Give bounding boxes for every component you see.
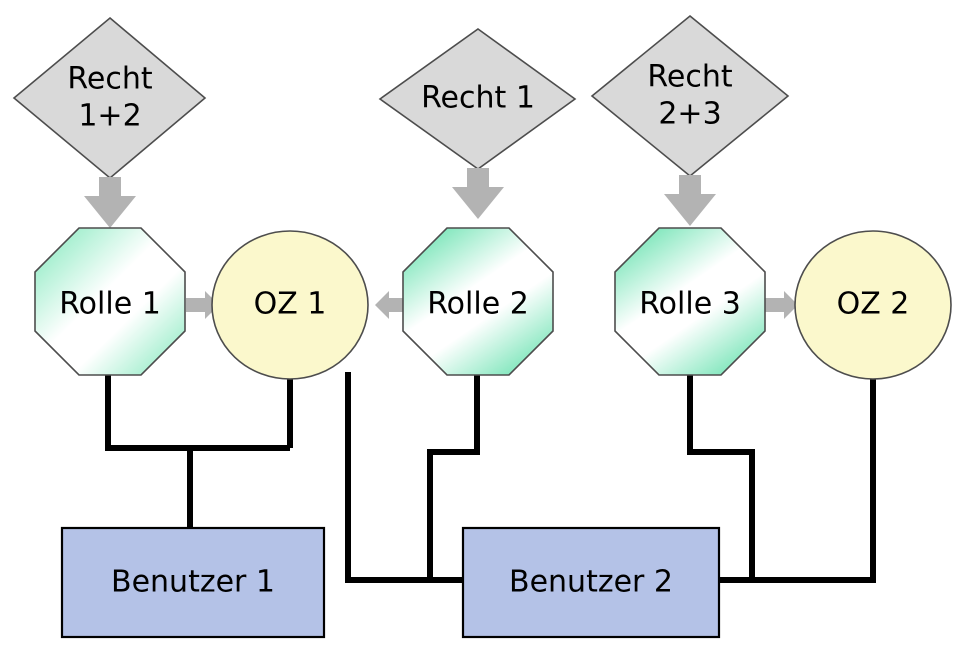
right-label-recht-1: Recht 1 xyxy=(421,81,535,116)
connector-rolle-2-benutzer-2[interactable] xyxy=(427,375,480,580)
connector-rolle-1-benutzer-1[interactable] xyxy=(105,372,290,451)
role-octagon-rolle-2[interactable] xyxy=(402,227,554,376)
user-label-benutzer-2: Benutzer 2 xyxy=(509,565,673,600)
right-label-recht-1-2-line1: Recht xyxy=(67,62,152,97)
right-label-recht-2-3-line1: Recht xyxy=(647,60,732,95)
connector-oz-2-benutzer-2[interactable] xyxy=(752,375,876,583)
arrow-recht-1-to-rolle-2[interactable] xyxy=(452,168,504,219)
object-ellipse-oz-1[interactable] xyxy=(211,230,369,380)
role-octagon-rolle-1[interactable] xyxy=(34,227,186,376)
arrow-rolle-3-to-oz-2[interactable] xyxy=(765,291,798,319)
user-box-benutzer-1[interactable] xyxy=(60,526,326,639)
role-to-object-arrows xyxy=(186,291,798,319)
role-label-rolle-2: Rolle 2 xyxy=(427,287,529,322)
right-label-recht-1-2-line2: 1+2 xyxy=(78,99,141,134)
user-label-benutzer-1: Benutzer 1 xyxy=(111,565,275,600)
object-label-oz-1: OZ 1 xyxy=(254,287,327,322)
role-octagon-rolle-3[interactable] xyxy=(614,227,766,376)
arrow-rolle-2-to-oz-1[interactable] xyxy=(375,291,408,319)
connector-rolle-3-benutzer-2[interactable] xyxy=(687,375,755,583)
object-ellipse-oz-2[interactable] xyxy=(794,230,952,380)
role-label-rolle-1: Rolle 1 xyxy=(59,287,161,322)
connector-group xyxy=(105,372,876,583)
objects-group: OZ 1 OZ 2 xyxy=(211,230,952,380)
roles-group: Rolle 1 Rolle 2 Rolle 3 xyxy=(34,227,766,376)
right-to-role-arrows xyxy=(84,168,716,228)
right-label-recht-2-3-line2: 2+3 xyxy=(658,97,721,132)
rights-group: Recht 1+2 Recht 1 Recht 2+3 xyxy=(12,14,790,180)
object-label-oz-2: OZ 2 xyxy=(837,287,910,322)
connector-oz-1-benutzer-2[interactable] xyxy=(345,372,470,583)
arrow-rolle-1-to-oz-1[interactable] xyxy=(186,291,219,319)
role-label-rolle-3: Rolle 3 xyxy=(639,287,741,322)
arrow-recht-2-3-to-rolle-3[interactable] xyxy=(664,175,716,226)
user-box-benutzer-2[interactable] xyxy=(461,526,721,639)
arrow-recht-1-2-to-rolle-1[interactable] xyxy=(84,177,136,228)
users-group: Benutzer 1 Benutzer 2 xyxy=(60,526,721,639)
